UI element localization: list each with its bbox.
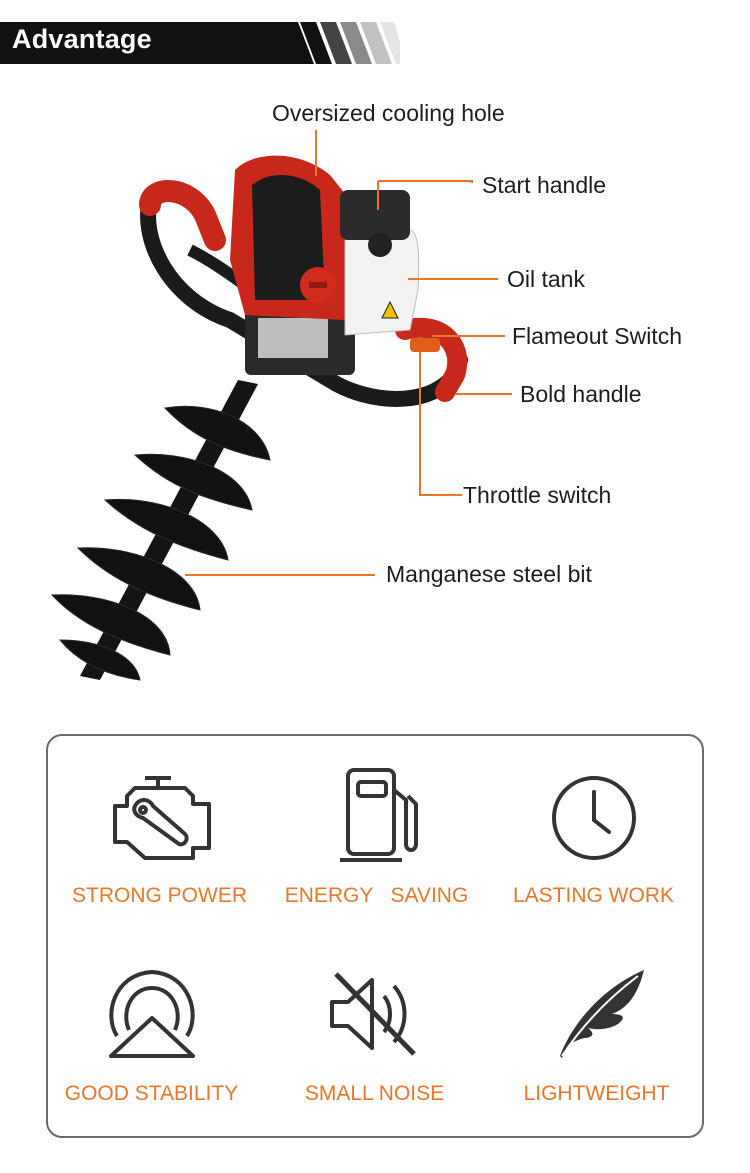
feather-icon xyxy=(559,970,644,1058)
callout-throttle-switch: Throttle switch xyxy=(463,482,612,508)
clock-icon xyxy=(551,776,636,860)
feature-label-lasting-work: LASTING WORK xyxy=(512,884,675,907)
header-banner xyxy=(0,22,400,64)
fuel-pump-icon xyxy=(339,768,418,862)
callout-start-handle: Start handle xyxy=(482,172,607,198)
engine-icon xyxy=(112,776,211,860)
callout-oil-tank: Oil tank xyxy=(507,266,585,292)
callout-oversized-cooling-hole: Oversized cooling hole xyxy=(272,100,505,126)
feature-label-small-noise: SMALL NOISE xyxy=(304,1082,445,1105)
feature-lightweight: LIGHTWEIGHT xyxy=(487,964,706,1105)
feature-label-lightweight: LIGHTWEIGHT xyxy=(523,1082,670,1105)
page-title: Advantage xyxy=(12,24,152,54)
callout-flameout-switch: Flameout Switch xyxy=(512,323,683,349)
feature-label-good-stability: GOOD STABILITY xyxy=(64,1082,239,1105)
feature-strong-power: STRONG POWER xyxy=(50,766,269,907)
feature-label-strong-power: STRONG POWER xyxy=(71,884,247,907)
features-panel: STRONG POWER ENERGY SAVING LASTING WORK xyxy=(46,734,704,1138)
stability-icon xyxy=(108,970,195,1058)
callout-bold-handle: Bold handle xyxy=(520,381,642,407)
feature-small-noise: SMALL NOISE xyxy=(265,964,484,1105)
feature-good-stability: GOOD STABILITY xyxy=(42,964,261,1105)
callout-manganese-steel-bit: Manganese steel bit xyxy=(386,561,592,587)
feature-lasting-work: LASTING WORK xyxy=(484,766,703,907)
mute-speaker-icon xyxy=(329,972,416,1056)
earth-auger-illustration xyxy=(50,130,512,681)
feature-label-energy-saving: ENERGY SAVING xyxy=(284,884,469,907)
feature-energy-saving: ENERGY SAVING xyxy=(267,766,486,907)
